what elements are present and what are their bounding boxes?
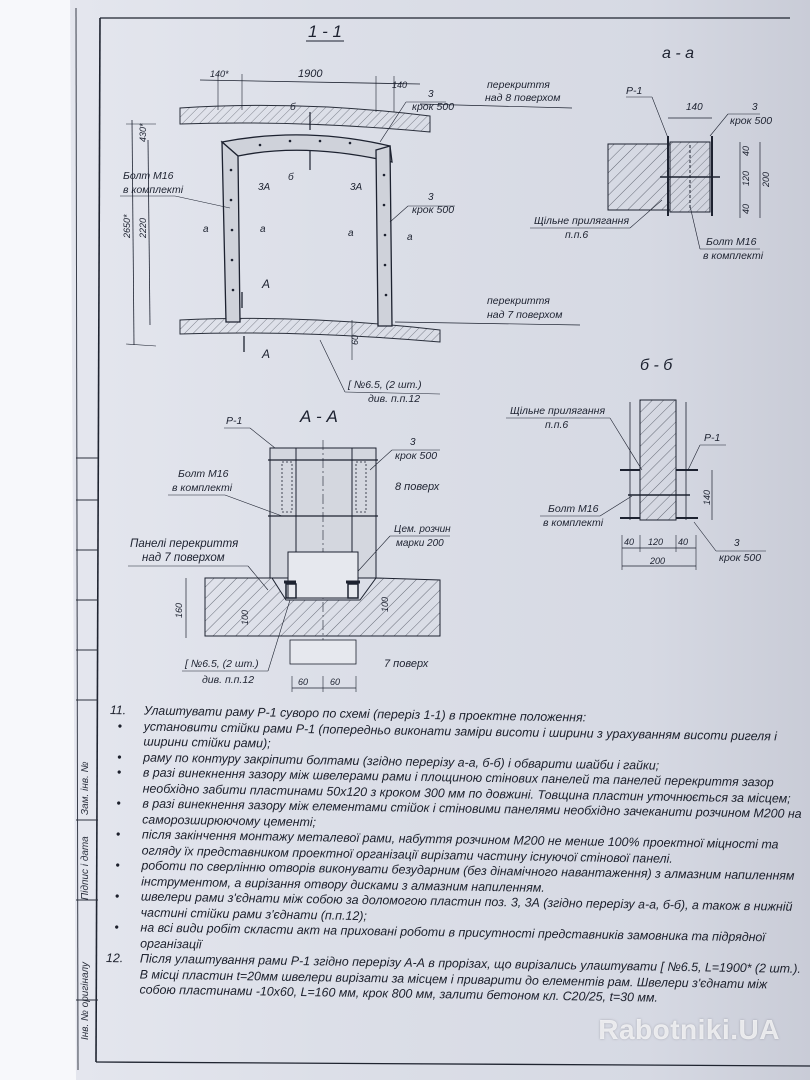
svg-text:100: 100: [240, 610, 250, 625]
svg-text:140: 140: [702, 490, 712, 505]
svg-text:120: 120: [648, 537, 663, 547]
svg-text:8 поверх: 8 поверх: [395, 481, 440, 493]
svg-text:100: 100: [380, 597, 390, 612]
svg-text:перекриття: перекриття: [487, 295, 550, 307]
svg-text:2650*: 2650*: [122, 214, 132, 239]
section-1-1: 1 - 1 140* 1900 140 430* 2650* 2220: [120, 22, 581, 405]
svg-text:40: 40: [741, 204, 751, 214]
svg-text:160: 160: [174, 603, 184, 618]
svg-text:а: а: [348, 228, 354, 239]
section-a-a: а - а Р-1 140 3 крок 500 40 120 40 200 Щ…: [530, 45, 772, 262]
svg-text:120: 120: [741, 171, 751, 186]
svg-text:140*: 140*: [210, 69, 229, 79]
svg-text:крок 500: крок 500: [412, 101, 454, 113]
svg-text:3: 3: [428, 89, 434, 100]
svg-text:б: б: [290, 101, 296, 113]
svg-text:3: 3: [428, 192, 434, 203]
svg-text:3: 3: [734, 538, 740, 549]
svg-text:Р-1: Р-1: [226, 415, 242, 427]
svg-text:а - а: а - а: [662, 45, 694, 62]
svg-text:а: а: [203, 224, 209, 235]
svg-text:Болт М16: Болт М16: [706, 236, 757, 248]
svg-text:40: 40: [624, 537, 634, 547]
stamp-original-inv: Інв. № оригіналу: [80, 962, 91, 1040]
svg-text:п.п.6: п.п.6: [565, 229, 588, 241]
svg-text:а: а: [260, 224, 266, 235]
section-A-A: А - А Р-1 3 крок 500 8 поверх Болт М16 в…: [128, 407, 451, 692]
svg-text:[ №6.5, (2 шт.): [ №6.5, (2 шт.): [184, 658, 259, 670]
svg-text:3А: 3А: [350, 182, 363, 193]
svg-text:Р-1: Р-1: [704, 432, 720, 444]
svg-text:Щільне прилягання: Щільне прилягання: [534, 215, 629, 227]
svg-text:40: 40: [741, 146, 751, 156]
svg-text:60: 60: [298, 677, 308, 687]
svg-text:3: 3: [410, 437, 416, 448]
svg-text:140: 140: [392, 80, 407, 90]
title-block-stamp: [76, 457, 98, 1001]
svg-text:крок 500: крок 500: [395, 450, 437, 462]
svg-text:3: 3: [752, 102, 758, 113]
svg-text:Щільне прилягання: Щільне прилягання: [510, 405, 605, 417]
svg-text:крок 500: крок 500: [412, 204, 454, 216]
svg-text:Панелі перекриття: Панелі перекриття: [130, 538, 238, 550]
section-b-b: б - б Щільне прилягання п.п.6 Р-1 140 Бо…: [506, 357, 766, 570]
left-page: [0, 0, 76, 1080]
svg-text:в комплекті: в комплекті: [543, 517, 604, 529]
svg-text:Болт М16: Болт М16: [178, 468, 229, 480]
watermark-logo: Rabotniki.UA: [598, 1014, 780, 1045]
svg-text:Цем. розчин: Цем. розчин: [394, 524, 451, 535]
svg-text:в комплекті: в комплекті: [123, 184, 184, 196]
frame-left-line: [95, 17, 101, 1063]
svg-text:крок 500: крок 500: [719, 552, 761, 564]
stamp-signature-date: Підпис і дата: [80, 836, 91, 900]
svg-text:перекриття: перекриття: [487, 79, 550, 91]
svg-text:а: а: [407, 232, 413, 243]
svg-text:в комплекті: в комплекті: [172, 482, 233, 494]
svg-text:7 поверх: 7 поверх: [384, 658, 429, 670]
svg-text:п.п.6: п.п.6: [545, 419, 568, 431]
svg-text:60: 60: [330, 677, 340, 687]
svg-text:в комплекті: в комплекті: [703, 250, 764, 262]
section-1-1-title: 1 - 1: [308, 22, 342, 41]
svg-text:2220: 2220: [138, 218, 148, 239]
svg-text:Болт М16: Болт М16: [123, 170, 174, 182]
svg-text:див. п.п.12: див. п.п.12: [368, 393, 420, 405]
svg-text:А: А: [261, 347, 270, 361]
svg-text:див. п.п.12: див. п.п.12: [202, 674, 254, 686]
svg-text:1900: 1900: [298, 68, 323, 80]
stamp-replace-inv: Зам. інв. №: [80, 761, 91, 815]
svg-text:над 7 поверхом: над 7 поверхом: [142, 552, 225, 564]
svg-text:40: 40: [678, 537, 688, 547]
svg-text:Р-1: Р-1: [626, 85, 642, 97]
svg-text:А: А: [261, 277, 270, 291]
svg-text:3А: 3А: [258, 182, 271, 193]
svg-text:А - А: А - А: [299, 407, 338, 426]
svg-text:марки 200: марки 200: [396, 538, 444, 549]
svg-text:б: б: [288, 171, 294, 183]
svg-text:б - б: б - б: [640, 357, 673, 374]
svg-text:над 8 поверхом: над 8 поверхом: [485, 92, 560, 104]
notes-block: 11.Улаштувати раму Р-1 суворо по схемі (…: [105, 703, 810, 1008]
svg-text:200: 200: [761, 172, 771, 188]
svg-text:крок 500: крок 500: [730, 115, 772, 127]
svg-text:140: 140: [686, 102, 703, 113]
svg-text:Болт М16: Болт М16: [548, 503, 599, 515]
svg-text:[ №6.5, (2 шт.): [ №6.5, (2 шт.): [347, 379, 422, 391]
svg-text:200: 200: [649, 556, 665, 566]
svg-text:над 7 поверхом: над 7 поверхом: [487, 309, 562, 321]
svg-text:430*: 430*: [138, 123, 148, 142]
svg-text:60: 60: [350, 335, 360, 345]
